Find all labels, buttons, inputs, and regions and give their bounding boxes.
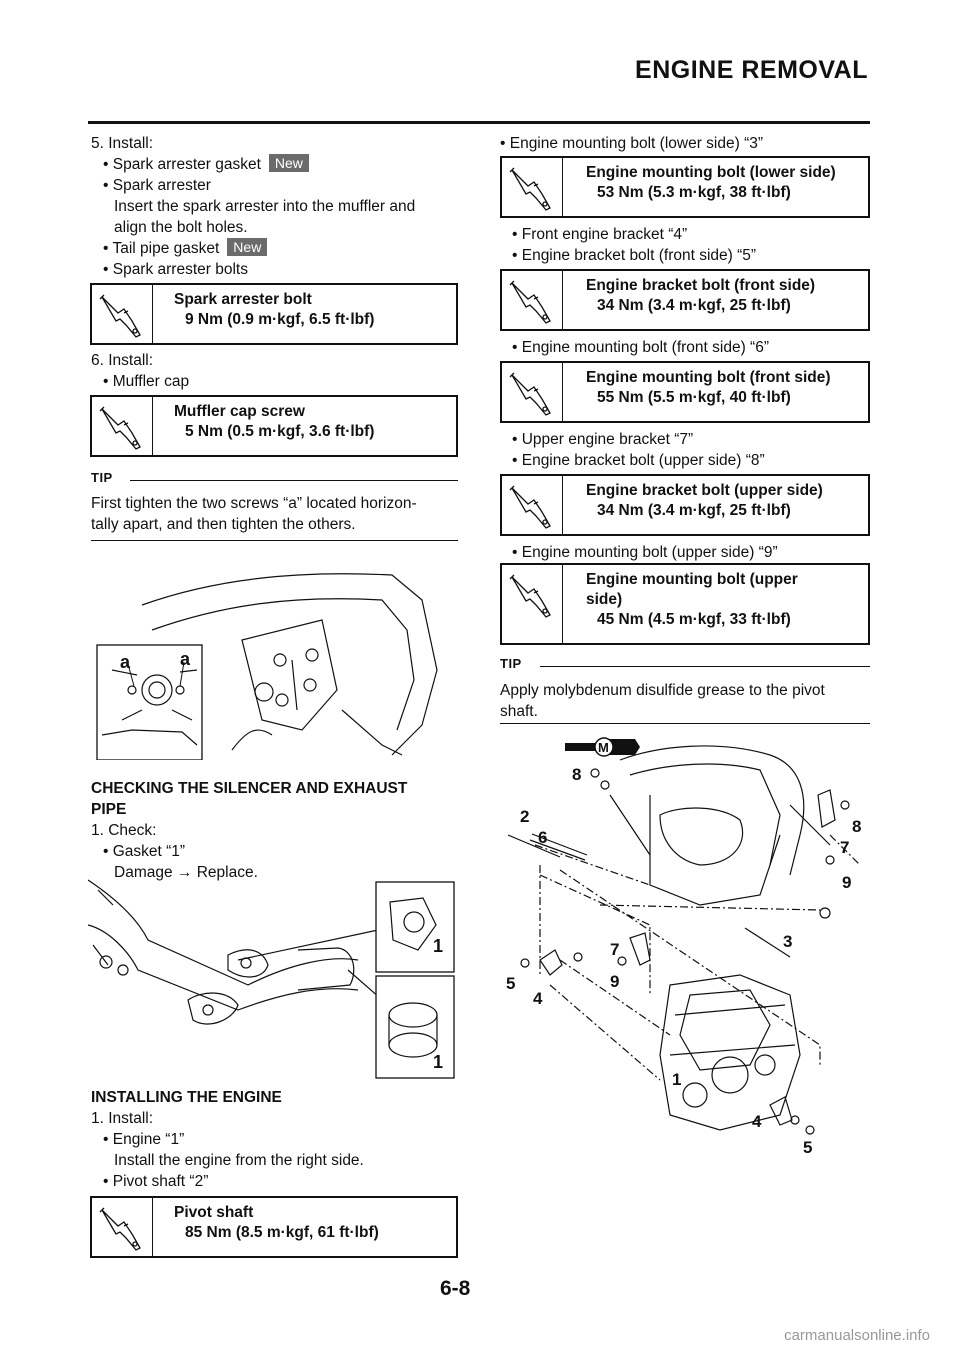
watermark: carmanualsonline.info — [784, 1327, 930, 1344]
figure2-label-1-ring: 1 — [433, 1052, 443, 1072]
spec-box-engine-mounting-bolt-front: Engine mounting bolt (front side)55 Nm (… — [500, 361, 870, 423]
figure3-label-4-left: 4 — [533, 989, 543, 1008]
engine-installation-figure: M — [506, 737, 861, 1157]
step5-item-2-detail-1: Insert the spark arrester into the muffl… — [114, 198, 416, 215]
figure3-label-9-left: 9 — [610, 972, 619, 991]
tip-bottom-rule — [500, 723, 870, 724]
tip-label: TIP — [91, 470, 113, 485]
torque-wrench-icon — [502, 476, 563, 534]
b4-item-1: • Upper engine bracket “7” — [512, 431, 694, 448]
tip-bottom-rule — [91, 540, 458, 541]
section-heading-checking-1: CHECKING THE SILENCER AND EXHAUST — [91, 780, 408, 797]
installing-item-2: • Pivot shaft “2” — [103, 1173, 209, 1190]
figure1-label-a-right: a — [180, 649, 191, 669]
figure3-label-4-right: 4 — [752, 1112, 762, 1131]
torque-wrench-icon — [502, 158, 563, 216]
section-heading-checking-2: PIPE — [91, 801, 127, 818]
section-heading-installing: INSTALLING THE ENGINE — [91, 1089, 282, 1106]
step5-item-2: • Spark arrester — [103, 177, 211, 194]
tip-text-1: Apply molybdenum disulfide grease to the… — [500, 682, 825, 699]
b2-item-2: • Engine bracket bolt (front side) “5” — [512, 247, 757, 264]
page-number: 6-8 — [440, 1277, 471, 1300]
figure2-label-1-gasket: 1 — [433, 936, 443, 956]
torque-wrench-icon — [92, 397, 153, 455]
header-rule — [88, 121, 870, 124]
svg-text:M: M — [598, 740, 609, 755]
b4-item-2: • Engine bracket bolt (upper side) “8” — [512, 452, 765, 469]
b5-item: • Engine mounting bolt (upper side) “9” — [512, 544, 778, 561]
figure3-label-6: 6 — [538, 828, 547, 847]
b3-item: • Engine mounting bolt (front side) “6” — [512, 339, 769, 356]
tip-text-1: First tighten the two screws “a” located… — [91, 495, 417, 512]
torque-wrench-icon — [502, 565, 563, 643]
tip-top-rule — [540, 666, 870, 667]
installing-item-1: • Engine “1” — [103, 1131, 185, 1148]
checking-item: • Gasket “1” — [103, 843, 186, 860]
installing-step: 1. Install: — [91, 1110, 154, 1127]
figure3-label-9-right: 9 — [842, 873, 851, 892]
figure3-label-7-right: 7 — [840, 838, 849, 857]
new-badge: New — [227, 238, 268, 256]
figure3-label-5-left: 5 — [506, 974, 515, 993]
step5-item-4: • Spark arrester bolts — [103, 261, 248, 278]
figure3-label-8-left: 8 — [572, 765, 581, 784]
checking-detail: Damage → Replace. — [114, 864, 258, 881]
figure3-label-3: 3 — [783, 932, 792, 951]
checking-step: 1. Check: — [91, 822, 157, 839]
figure3-label-8-right: 8 — [852, 817, 861, 836]
tip-label: TIP — [500, 656, 522, 671]
torque-wrench-icon — [502, 271, 563, 329]
step6-heading: 6. Install: — [91, 352, 154, 369]
figure1-label-a-left: a — [120, 652, 131, 672]
b1-item: • Engine mounting bolt (lower side) “3” — [500, 135, 764, 152]
b2-item-1: • Front engine bracket “4” — [512, 226, 688, 243]
figure3-label-7-left: 7 — [610, 940, 619, 959]
new-badge: New — [268, 154, 309, 172]
torque-wrench-icon — [502, 363, 563, 421]
step5-heading: 5. Install: — [91, 135, 154, 152]
tip-top-rule — [130, 480, 458, 481]
muffler-cap-figure: a a — [96, 573, 438, 760]
tip-text-2: tally apart, and then tighten the others… — [91, 516, 356, 533]
figure3-label-2: 2 — [520, 807, 529, 826]
spec-box-engine-bracket-bolt-upper: Engine bracket bolt (upper side)34 Nm (3… — [500, 474, 870, 536]
torque-wrench-icon — [92, 285, 153, 343]
spec-box-engine-mounting-bolt-lower: Engine mounting bolt (lower side)53 Nm (… — [500, 156, 870, 218]
figure3-label-5-right: 5 — [803, 1138, 812, 1157]
step5-item-2-detail-2: align the bolt holes. — [114, 219, 248, 236]
installing-item-1-detail: Install the engine from the right side. — [114, 1152, 364, 1169]
spec-box-engine-bracket-bolt-front: Engine bracket bolt (front side)34 Nm (3… — [500, 269, 870, 331]
tip-text-2: shaft. — [500, 703, 538, 720]
torque-wrench-icon — [92, 1198, 153, 1256]
exhaust-pipe-figure: 1 1 — [88, 879, 455, 1079]
page-title: ENGINE REMOVAL — [635, 56, 868, 84]
figure3-label-1: 1 — [672, 1070, 681, 1089]
molybdenum-grease-icon: M — [565, 737, 640, 757]
step6-item: • Muffler cap — [103, 373, 190, 390]
